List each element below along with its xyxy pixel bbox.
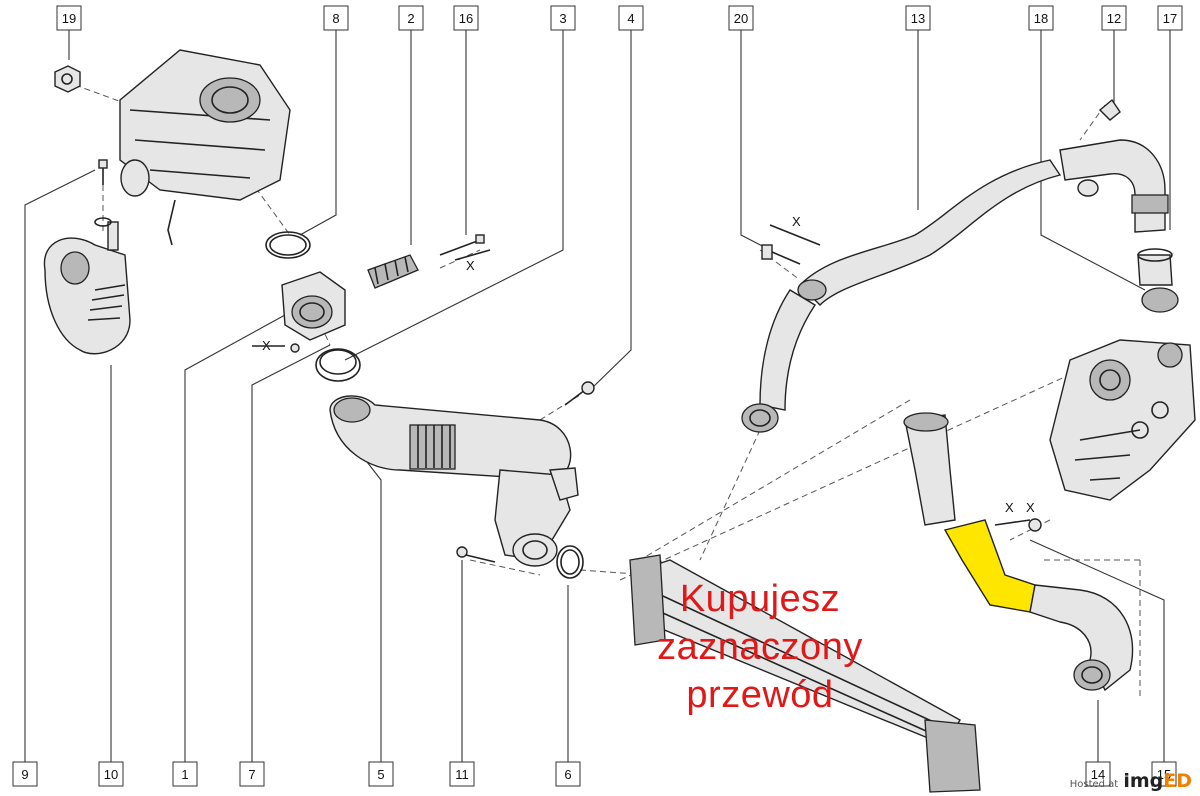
svg-text:19: 19 xyxy=(62,11,76,26)
svg-text:11: 11 xyxy=(455,767,469,782)
callout-3: 3 xyxy=(550,5,576,31)
hosting-watermark: Hosted at imgED xyxy=(1070,770,1192,792)
note-line: przewód xyxy=(686,674,834,716)
part-17-elbow-hose xyxy=(1059,139,1169,233)
callout-9: 9 xyxy=(12,761,38,787)
callouts-top: 19 8 2 16 3 4 20 13 18 12 17 xyxy=(56,5,1183,31)
callout-13: 13 xyxy=(905,5,931,31)
part-2-sensor xyxy=(367,254,419,289)
leader-lines xyxy=(24,30,1171,762)
axis-mark: X xyxy=(466,258,475,273)
callout-12: 12 xyxy=(1101,5,1127,31)
part-13-charge-hose xyxy=(741,159,1062,433)
part-15-clip xyxy=(1028,518,1042,532)
part-16-bolt xyxy=(439,234,485,256)
axis-mark: X xyxy=(1026,500,1035,515)
svg-text:4: 4 xyxy=(627,11,634,26)
part-11-screw xyxy=(456,546,496,563)
axis-mark: X xyxy=(1005,500,1014,515)
svg-text:16: 16 xyxy=(459,11,473,26)
callout-14: 14 xyxy=(1085,761,1111,787)
watermark-brand-accent: ED xyxy=(1163,770,1192,792)
part-7-clamp xyxy=(290,343,361,382)
part-12-clip xyxy=(1098,98,1121,121)
intercooler xyxy=(629,554,981,793)
part-8-o-ring xyxy=(265,231,311,259)
callouts-bottom: 9 10 1 7 5 11 6 14 15 xyxy=(12,761,1177,787)
callout-11: 11 xyxy=(449,761,475,787)
svg-text:17: 17 xyxy=(1163,11,1177,26)
callout-5: 5 xyxy=(368,761,394,787)
svg-text:10: 10 xyxy=(104,767,118,782)
svg-text:7: 7 xyxy=(248,767,255,782)
svg-text:2: 2 xyxy=(407,11,414,26)
axis-x-marks: X X X X X xyxy=(252,214,1035,526)
part-10-intake-duct xyxy=(43,217,131,355)
svg-text:3: 3 xyxy=(559,11,566,26)
svg-text:6: 6 xyxy=(564,767,571,782)
callout-2: 2 xyxy=(398,5,424,31)
svg-text:12: 12 xyxy=(1107,11,1121,26)
callout-15: 15 xyxy=(1151,761,1177,787)
turbocharger-manifold xyxy=(1049,339,1196,501)
svg-text:13: 13 xyxy=(911,11,925,26)
svg-text:9: 9 xyxy=(21,767,28,782)
part-6-seal xyxy=(556,545,584,579)
callout-18: 18 xyxy=(1028,5,1054,31)
callout-6: 6 xyxy=(555,761,581,787)
watermark-brand: img xyxy=(1123,770,1164,792)
callout-19: 19 xyxy=(56,5,82,31)
callout-7: 7 xyxy=(239,761,265,787)
screw-top-left xyxy=(98,159,108,185)
callout-1: 1 xyxy=(172,761,198,787)
part-18-sleeve xyxy=(1137,248,1179,313)
watermark-prefix: Hosted at xyxy=(1069,779,1119,790)
part-4-screw xyxy=(564,381,595,406)
part-14-outlet-hose xyxy=(903,412,1134,692)
svg-text:1: 1 xyxy=(181,767,188,782)
callout-16: 16 xyxy=(453,5,479,31)
svg-text:14: 14 xyxy=(1091,767,1105,782)
note-line: zaznaczony xyxy=(657,626,863,668)
part-5-intake-hose xyxy=(329,395,579,567)
callout-20: 20 xyxy=(728,5,754,31)
axis-mark: X xyxy=(792,214,801,229)
svg-text:18: 18 xyxy=(1034,11,1048,26)
svg-text:8: 8 xyxy=(332,11,339,26)
part-20-bolt xyxy=(761,244,801,265)
note-line: Kupujesz xyxy=(679,578,841,620)
callout-17: 17 xyxy=(1157,5,1183,31)
callout-4: 4 xyxy=(618,5,644,31)
callout-10: 10 xyxy=(98,761,124,787)
part-19-nut xyxy=(54,65,81,93)
part-1-air-flow-meter xyxy=(281,271,346,341)
svg-text:20: 20 xyxy=(734,11,748,26)
air-filter-housing xyxy=(119,49,291,246)
svg-text:5: 5 xyxy=(377,767,384,782)
callout-8: 8 xyxy=(323,5,349,31)
purchase-note: Kupujesz zaznaczony przewód xyxy=(600,575,920,719)
svg-text:15: 15 xyxy=(1157,767,1171,782)
